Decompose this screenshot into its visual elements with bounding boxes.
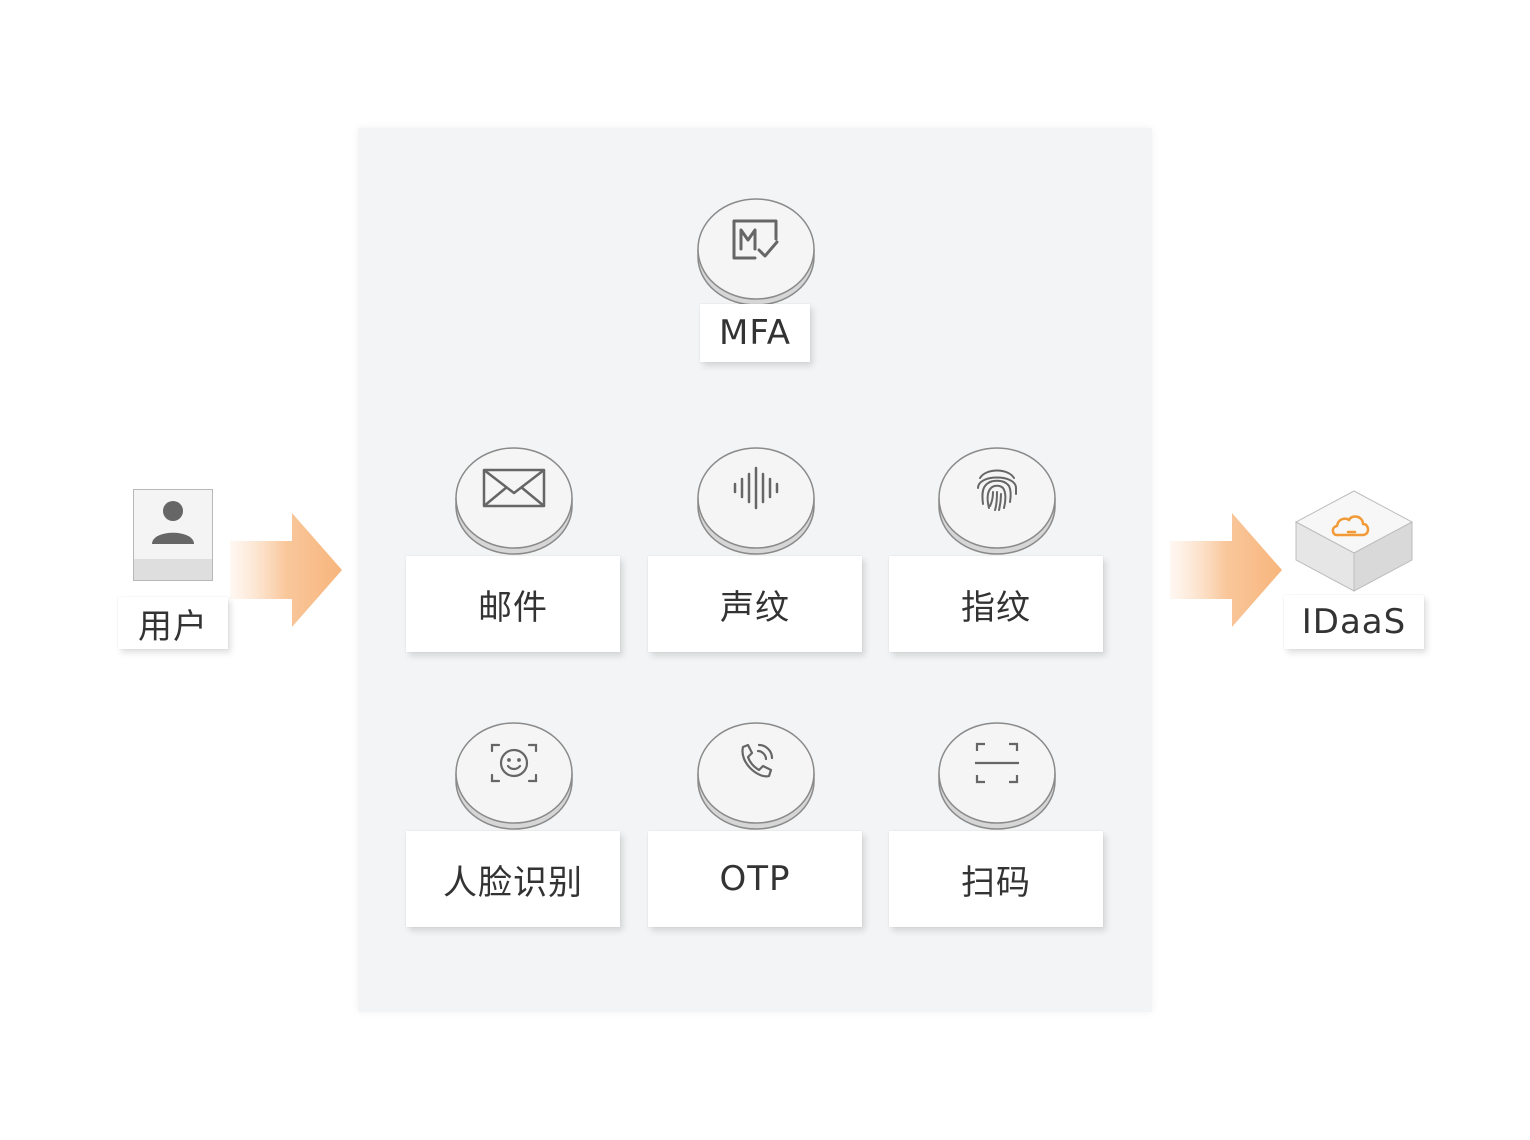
otp-puck (697, 721, 815, 831)
face-puck (455, 721, 573, 831)
arrow-right-icon (230, 513, 342, 627)
user-label: 用户 (118, 597, 228, 649)
fingerprint-icon (977, 469, 1017, 511)
fingerprint-puck (938, 446, 1056, 556)
method-label-voiceprint: 声纹 (648, 556, 862, 652)
mfa-label: MFA (700, 304, 810, 362)
idaas-cube (1293, 489, 1415, 597)
cloud-icon (1331, 515, 1370, 537)
voiceprint-icon (733, 466, 779, 510)
mail-icon (482, 468, 546, 508)
face-recognition-icon (490, 743, 538, 783)
idaas-label: IDaaS (1284, 595, 1424, 649)
method-label-face: 人脸识别 (406, 831, 620, 927)
scan-icon (975, 742, 1019, 784)
method-label-otp: OTP (648, 831, 862, 927)
scan-puck (938, 721, 1056, 831)
mfa-icon (732, 219, 779, 260)
method-label-mail: 邮件 (406, 556, 620, 652)
user-icon (133, 489, 213, 581)
method-label-scan: 扫码 (889, 831, 1103, 927)
mfa-puck (697, 197, 815, 307)
phone-icon (741, 743, 774, 778)
method-label-fingerprint: 指纹 (889, 556, 1103, 652)
mail-puck (455, 446, 573, 556)
voiceprint-puck (697, 446, 815, 556)
arrow-right-icon (1170, 513, 1282, 627)
